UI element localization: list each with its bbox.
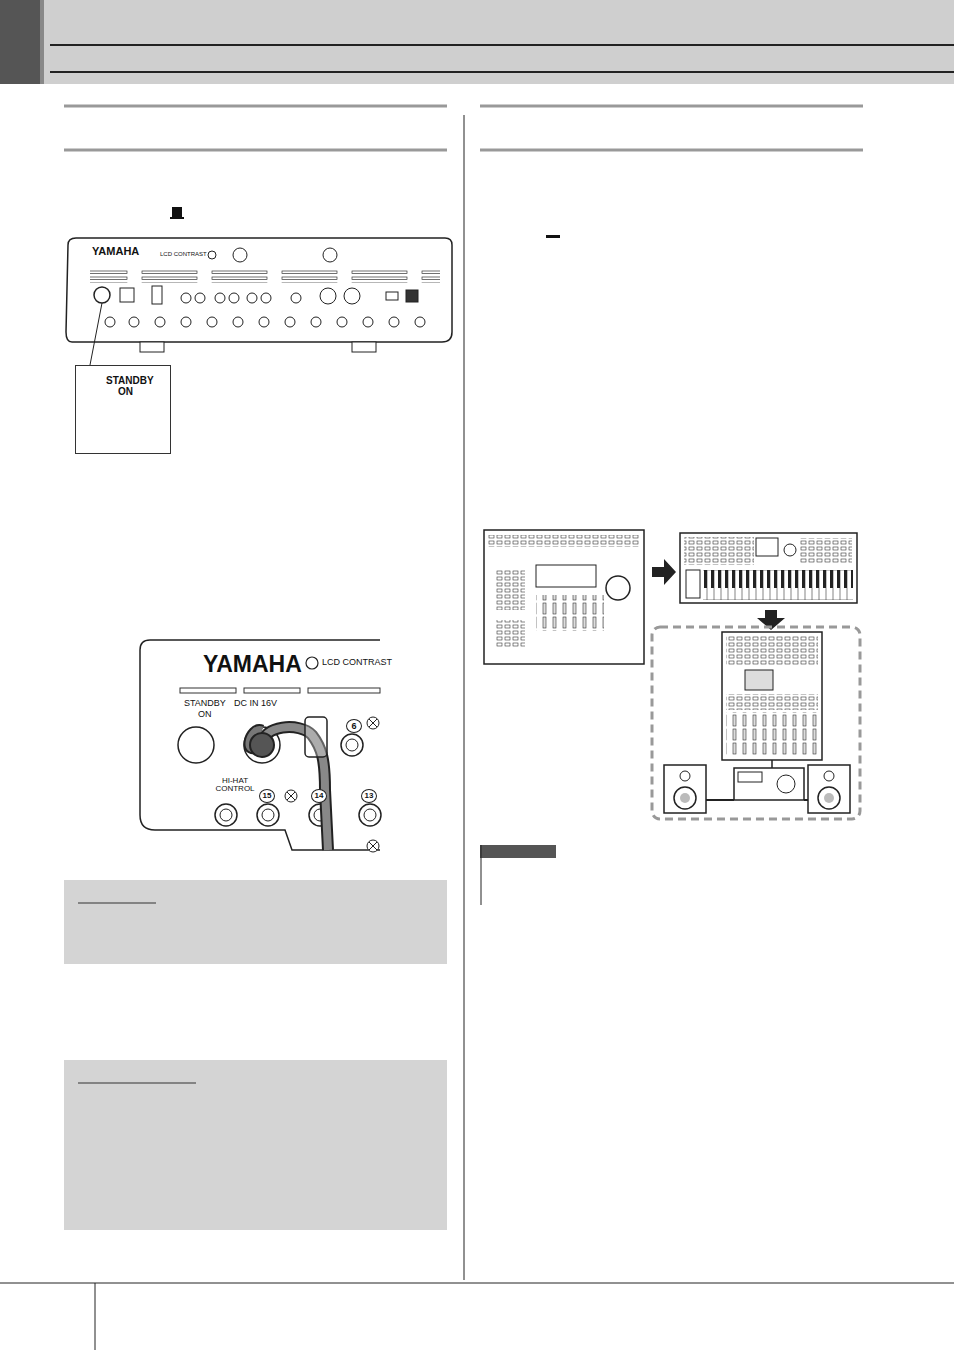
brand-logo: YAMAHA [203,652,302,676]
brand-logo: YAMAHA [92,246,139,258]
callout-number: 15 [259,789,275,803]
callout-number: 6 [346,719,362,733]
callout-box: STANDBYON [75,365,171,454]
panel-label: STANDBY [184,699,226,708]
panel-label: LCD CONTRAST [322,658,392,667]
panel-label: HI-HAT CONTROL [210,777,260,794]
callout-number: 14 [311,789,327,803]
button-label: STANDBY [106,376,166,387]
button-label: ON [106,387,166,398]
panel-label: LCD CONTRAST [160,251,207,257]
panel-label: ON [198,710,212,719]
panel-label: DC IN 16V [234,699,277,708]
callout-number: 13 [361,789,377,803]
